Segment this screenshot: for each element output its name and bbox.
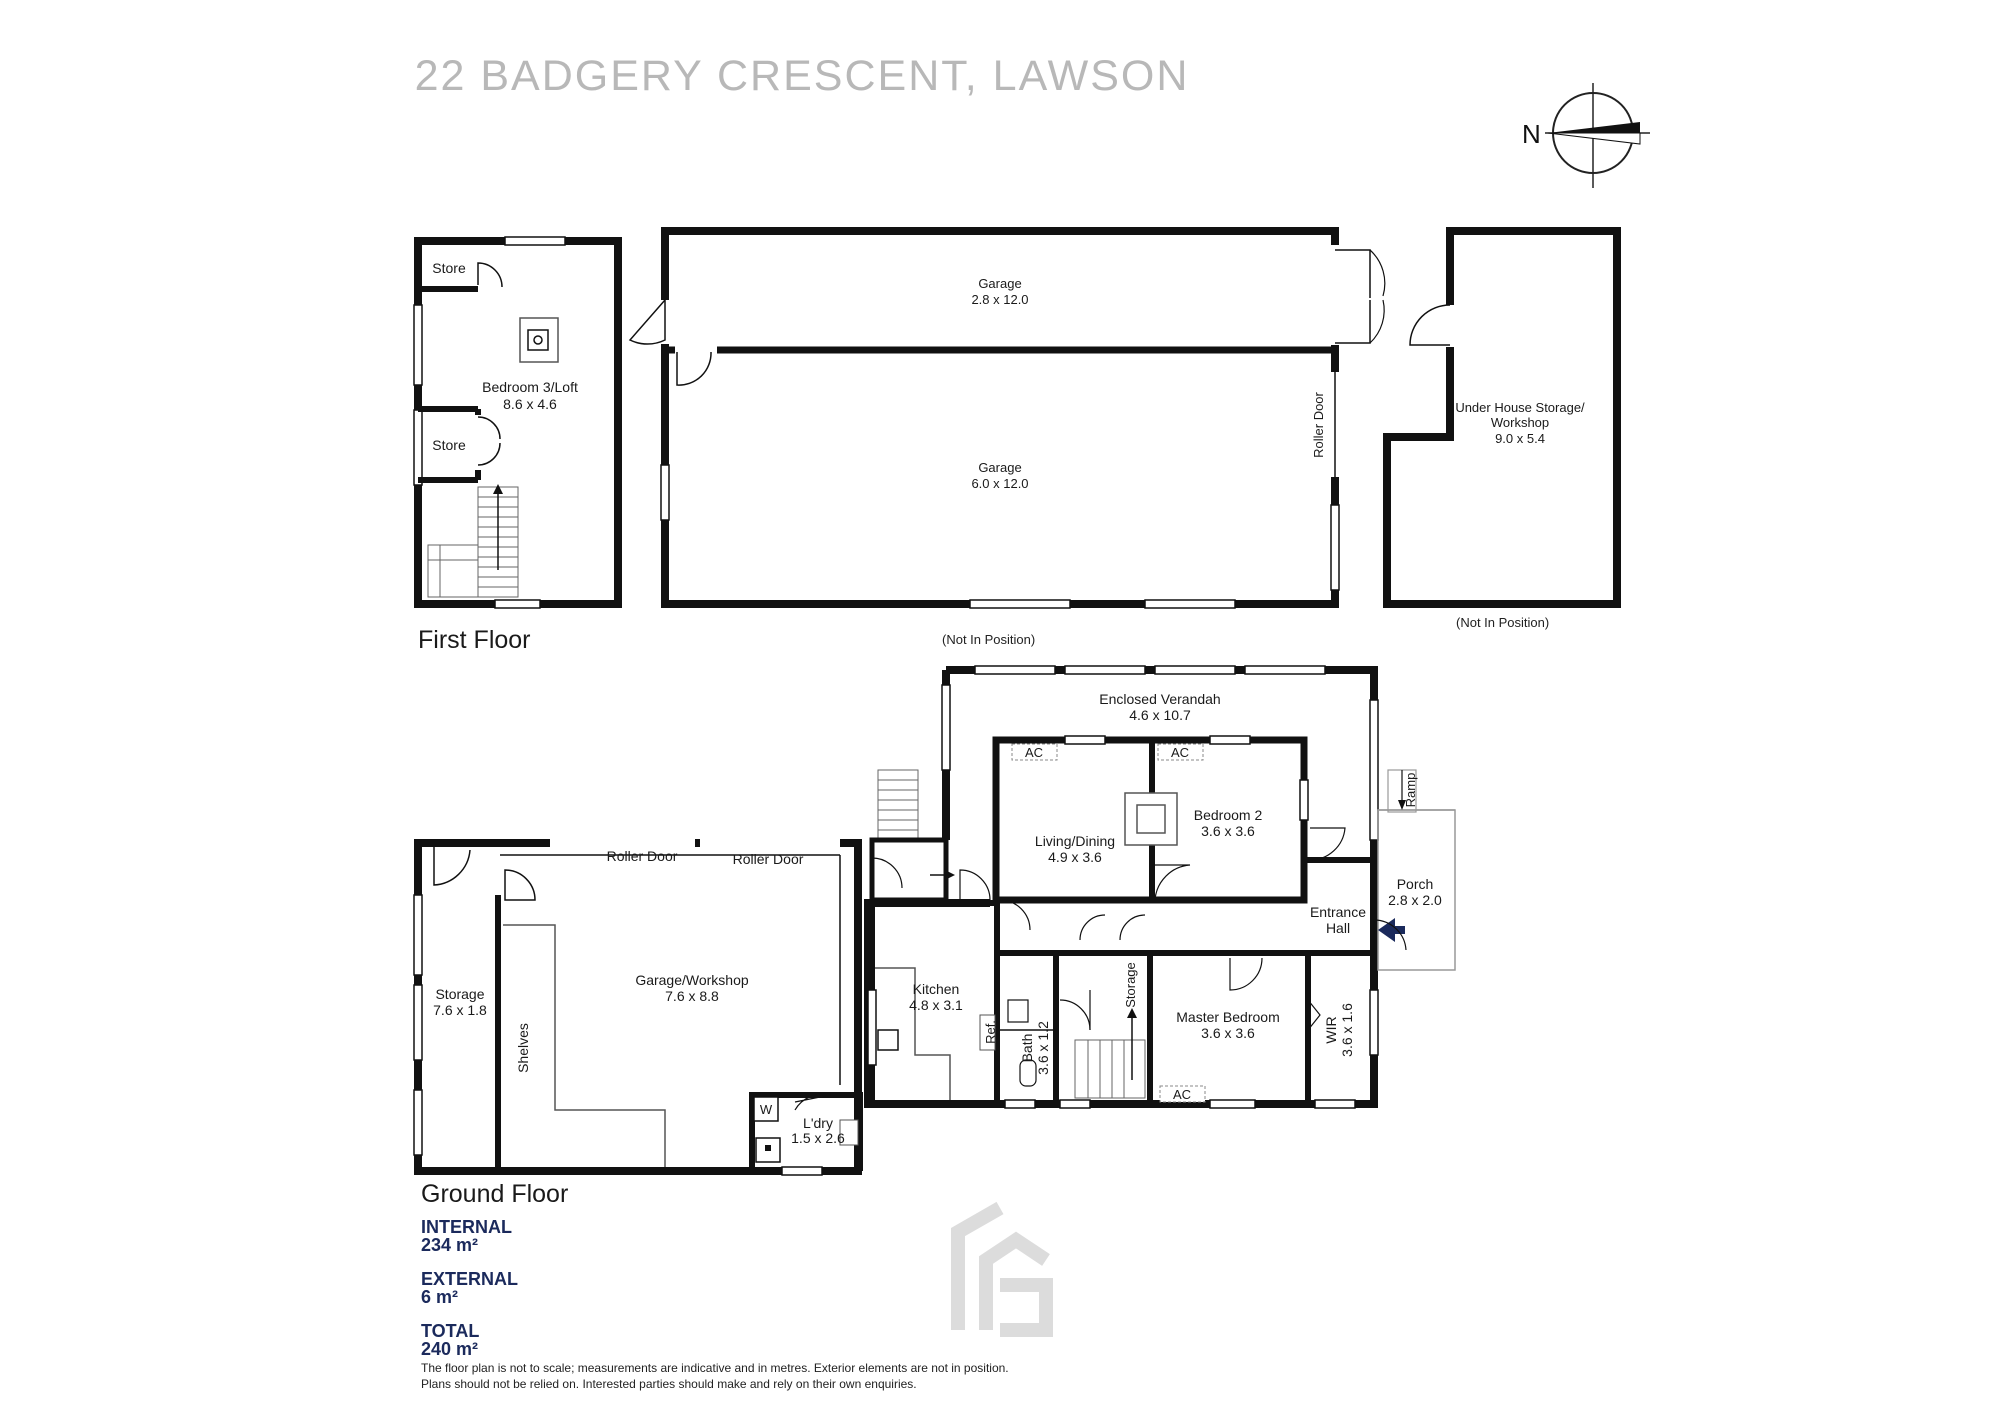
verandah-name: Enclosed Verandah xyxy=(1099,691,1220,707)
first-floor-label: First Floor xyxy=(418,626,531,654)
loft-dims: 8.6 x 4.6 xyxy=(503,396,557,412)
storage-name: Storage xyxy=(435,986,484,1002)
under-house-plan xyxy=(1383,227,1621,608)
master-name: Master Bedroom xyxy=(1176,1009,1279,1025)
brand-logo xyxy=(951,1201,1053,1337)
washer-label: W xyxy=(760,1102,773,1117)
porch-name: Porch xyxy=(1397,876,1434,892)
master-dims: 3.6 x 3.6 xyxy=(1201,1025,1255,1041)
storage-dims: 7.6 x 1.8 xyxy=(433,1002,487,1018)
shelves-label: Shelves xyxy=(515,1023,531,1073)
store-top-label: Store xyxy=(432,260,466,276)
ac-label-2: AC xyxy=(1171,745,1189,760)
garages-not-in-position: (Not In Position) xyxy=(942,632,1036,647)
ground-floor-plan xyxy=(413,665,1456,1176)
internal-label: INTERNAL xyxy=(421,1217,512,1237)
under-house-name-2: Workshop xyxy=(1491,415,1549,430)
kitchen-dims: 4.8 x 3.1 xyxy=(909,997,963,1013)
compass-icon xyxy=(1545,83,1650,188)
ref-label: Ref. xyxy=(983,1020,998,1044)
bath-dims: 3.6 x 1.2 xyxy=(1035,1021,1051,1075)
wir-name: WIR xyxy=(1323,1016,1339,1043)
under-house-dims: 9.0 x 5.4 xyxy=(1495,431,1545,446)
living-name: Living/Dining xyxy=(1035,833,1115,849)
roller-door-2: Roller Door xyxy=(733,851,804,867)
total-value: 240 m² xyxy=(421,1339,479,1359)
ground-floor-label: Ground Floor xyxy=(421,1180,569,1208)
garage-roller-door: Roller Door xyxy=(1311,391,1326,457)
garage-a-name: Garage xyxy=(978,276,1021,291)
external-label: EXTERNAL xyxy=(421,1269,519,1289)
garages-plan xyxy=(628,227,1386,609)
ac-label-3: AC xyxy=(1173,1087,1191,1102)
kitchen-name: Kitchen xyxy=(913,981,960,997)
garage-a-dims: 2.8 x 12.0 xyxy=(971,292,1028,307)
bath-name: Bath xyxy=(1019,1034,1035,1063)
garage-b-dims: 6.0 x 12.0 xyxy=(971,476,1028,491)
wir-dims: 3.6 x 1.6 xyxy=(1339,1003,1355,1057)
bed2-dims: 3.6 x 3.6 xyxy=(1201,823,1255,839)
porch-dims: 2.8 x 2.0 xyxy=(1388,892,1442,908)
disclaimer-line-1: The floor plan is not to scale; measurem… xyxy=(421,1361,1009,1375)
under-house-not-in-position: (Not In Position) xyxy=(1456,615,1550,630)
loft-name: Bedroom 3/Loft xyxy=(482,379,578,395)
laundry-name: L'dry xyxy=(803,1115,833,1131)
living-dims: 4.9 x 3.6 xyxy=(1048,849,1102,865)
storage-small-label: Storage xyxy=(1123,962,1138,1008)
ramp-label: Ramp xyxy=(1403,773,1418,808)
laundry-dims: 1.5 x 2.6 xyxy=(791,1130,845,1146)
page-title: 22 BADGERY CRESCENT, LAWSON xyxy=(414,52,1190,100)
verandah-dims: 4.6 x 10.7 xyxy=(1129,707,1191,723)
disclaimer: The floor plan is not to scale; measurem… xyxy=(421,1360,1321,1392)
compass-north-label: N xyxy=(1522,119,1541,149)
under-house-name-1: Under House Storage/ xyxy=(1455,400,1585,415)
internal-value: 234 m² xyxy=(421,1235,479,1255)
first-floor-plan xyxy=(413,236,622,609)
roller-door-1: Roller Door xyxy=(607,848,678,864)
bed2-name: Bedroom 2 xyxy=(1194,807,1263,823)
garage-b-name: Garage xyxy=(978,460,1021,475)
entrance-hall-1: Entrance xyxy=(1310,904,1366,920)
workshop-name: Garage/Workshop xyxy=(635,972,749,988)
workshop-dims: 7.6 x 8.8 xyxy=(665,988,719,1004)
external-value: 6 m² xyxy=(421,1287,459,1307)
ac-label-1: AC xyxy=(1025,745,1043,760)
store-mid-label: Store xyxy=(432,437,466,453)
entrance-hall-2: Hall xyxy=(1326,920,1350,936)
total-label: TOTAL xyxy=(421,1321,480,1341)
disclaimer-line-2: Plans should not be relied on. Intereste… xyxy=(421,1377,917,1391)
